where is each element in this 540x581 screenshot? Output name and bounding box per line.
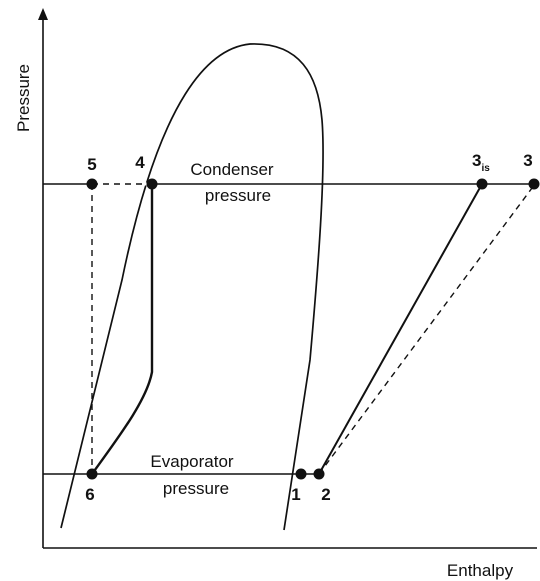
expansion-4-6 (91, 184, 154, 475)
axes (42, 14, 537, 549)
point-1-marker (295, 468, 307, 480)
evaporator-label-line2: pressure (163, 479, 229, 498)
saturation-dome (60, 43, 324, 531)
point-6-marker (86, 468, 98, 480)
point-3is-subscript: is (481, 163, 490, 174)
point-3-marker (528, 178, 540, 190)
state-points (86, 178, 540, 480)
point-3is-marker (476, 178, 488, 190)
compression-2-3is (318, 183, 483, 475)
point-4-label: 4 (135, 153, 145, 172)
y-axis-label: Pressure (14, 64, 33, 132)
x-axis-label: Enthalpy (447, 561, 514, 580)
point-2-marker (313, 468, 325, 480)
point-3-label: 3 (523, 151, 532, 170)
condenser-label-line1: Condenser (190, 160, 274, 179)
point-3is-label: 3is (472, 151, 490, 174)
y-axis-arrowhead (38, 8, 48, 20)
evaporator-label-line1: Evaporator (150, 452, 233, 471)
point-2-label: 2 (321, 485, 330, 504)
point-5-label: 5 (87, 155, 96, 174)
condenser-label-line2: pressure (205, 186, 271, 205)
point-5-marker (86, 178, 98, 190)
point-1-label: 1 (291, 485, 300, 504)
point-3is-main: 3 (472, 151, 481, 170)
point-6-label: 6 (85, 485, 94, 504)
point-4-marker (146, 178, 158, 190)
compression-2-3-actual (318, 183, 536, 475)
